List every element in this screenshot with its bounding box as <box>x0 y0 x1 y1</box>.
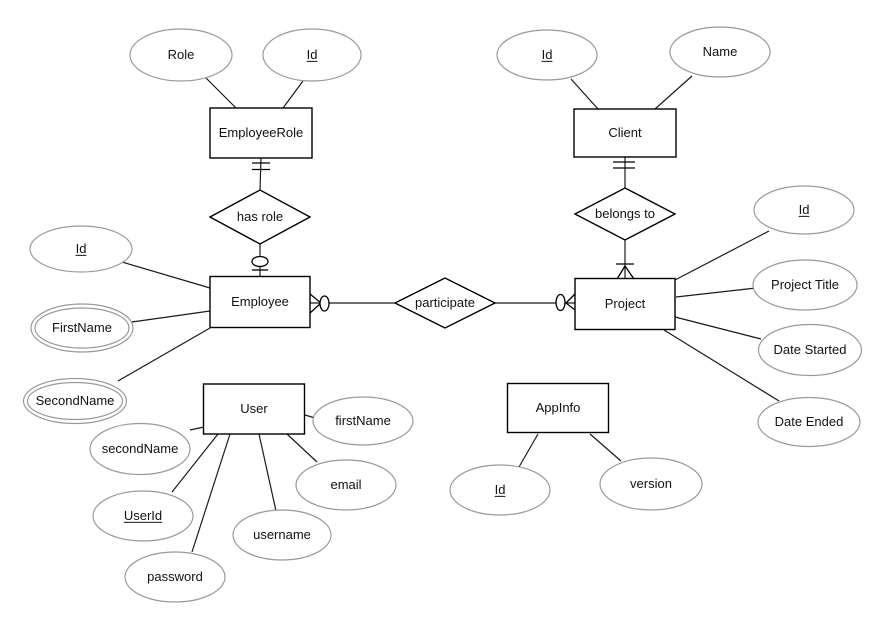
edge-id-employeerole <box>282 80 304 109</box>
edge-name-client <box>654 75 693 110</box>
cardinality-crowfoot-line <box>624 265 635 280</box>
attribute-employeerole-id[interactable] <box>262 28 362 82</box>
edge-user-secondname <box>189 426 205 431</box>
cardinality-crowfoot-line <box>616 265 626 280</box>
attribute-project-title[interactable] <box>752 259 858 311</box>
attribute-project-id[interactable] <box>753 185 855 235</box>
relationship-has-role[interactable] <box>208 189 312 245</box>
attribute-employee-firstname-inner-ellipse <box>34 307 130 349</box>
cardinality-zero-ring <box>555 293 566 312</box>
attribute-user-firstname[interactable] <box>312 396 414 446</box>
cardinality-crowfoot-line <box>309 302 322 314</box>
attribute-user-secondname[interactable] <box>89 422 191 476</box>
entity-employeerole[interactable] <box>209 107 313 159</box>
attribute-user-username[interactable] <box>232 509 332 561</box>
edge-user-userid <box>171 433 219 493</box>
attribute-user-userid[interactable] <box>92 490 194 542</box>
entity-appinfo[interactable] <box>506 382 610 434</box>
entity-project[interactable] <box>574 277 676 331</box>
edge-secondname-employee <box>117 327 211 382</box>
edge-user-password <box>191 433 231 553</box>
attribute-employee-firstname[interactable] <box>30 303 134 353</box>
attribute-appinfo-id[interactable] <box>449 464 551 516</box>
attribute-client-id[interactable] <box>496 29 598 81</box>
cardinality-zero-ring <box>319 295 330 312</box>
attribute-project-date-ended[interactable] <box>757 396 861 448</box>
entity-employee[interactable] <box>209 275 311 329</box>
relationship-belongs-to[interactable] <box>573 187 677 241</box>
edge-appinfo-version <box>589 433 622 462</box>
relationship-participate[interactable] <box>393 277 497 329</box>
attribute-appinfo-version[interactable] <box>599 457 703 511</box>
edge-dateended-project <box>663 329 780 402</box>
attribute-user-email[interactable] <box>295 459 397 511</box>
edge-user-username <box>258 433 277 512</box>
attribute-employee-id[interactable] <box>29 225 133 273</box>
attribute-project-date-started[interactable] <box>757 323 863 377</box>
attribute-user-password[interactable] <box>124 551 226 603</box>
cardinality-crowfoot-line <box>565 293 576 304</box>
attribute-employee-secondname-inner-ellipse <box>26 381 124 421</box>
cardinality-crowfoot-line <box>309 293 322 304</box>
cardinality-crowfoot-line <box>565 302 576 311</box>
edge-role-employeerole <box>205 77 237 109</box>
edge-appinfo-id <box>518 433 539 468</box>
edge-title-project <box>675 287 757 298</box>
edge-id-client <box>570 78 599 110</box>
attribute-employeerole-role[interactable] <box>129 28 233 82</box>
entity-client[interactable] <box>573 108 677 158</box>
edge-id-project <box>674 230 770 281</box>
cardinality-zero-ring <box>251 255 269 268</box>
attribute-client-name[interactable] <box>669 26 771 78</box>
attribute-employee-secondname[interactable] <box>22 377 128 425</box>
edge-datestarted-project <box>674 316 762 340</box>
edge-id-employee <box>121 261 211 289</box>
edge-user-email <box>286 433 318 463</box>
entity-user[interactable] <box>202 383 306 435</box>
edge-firstname-employee <box>131 310 211 323</box>
